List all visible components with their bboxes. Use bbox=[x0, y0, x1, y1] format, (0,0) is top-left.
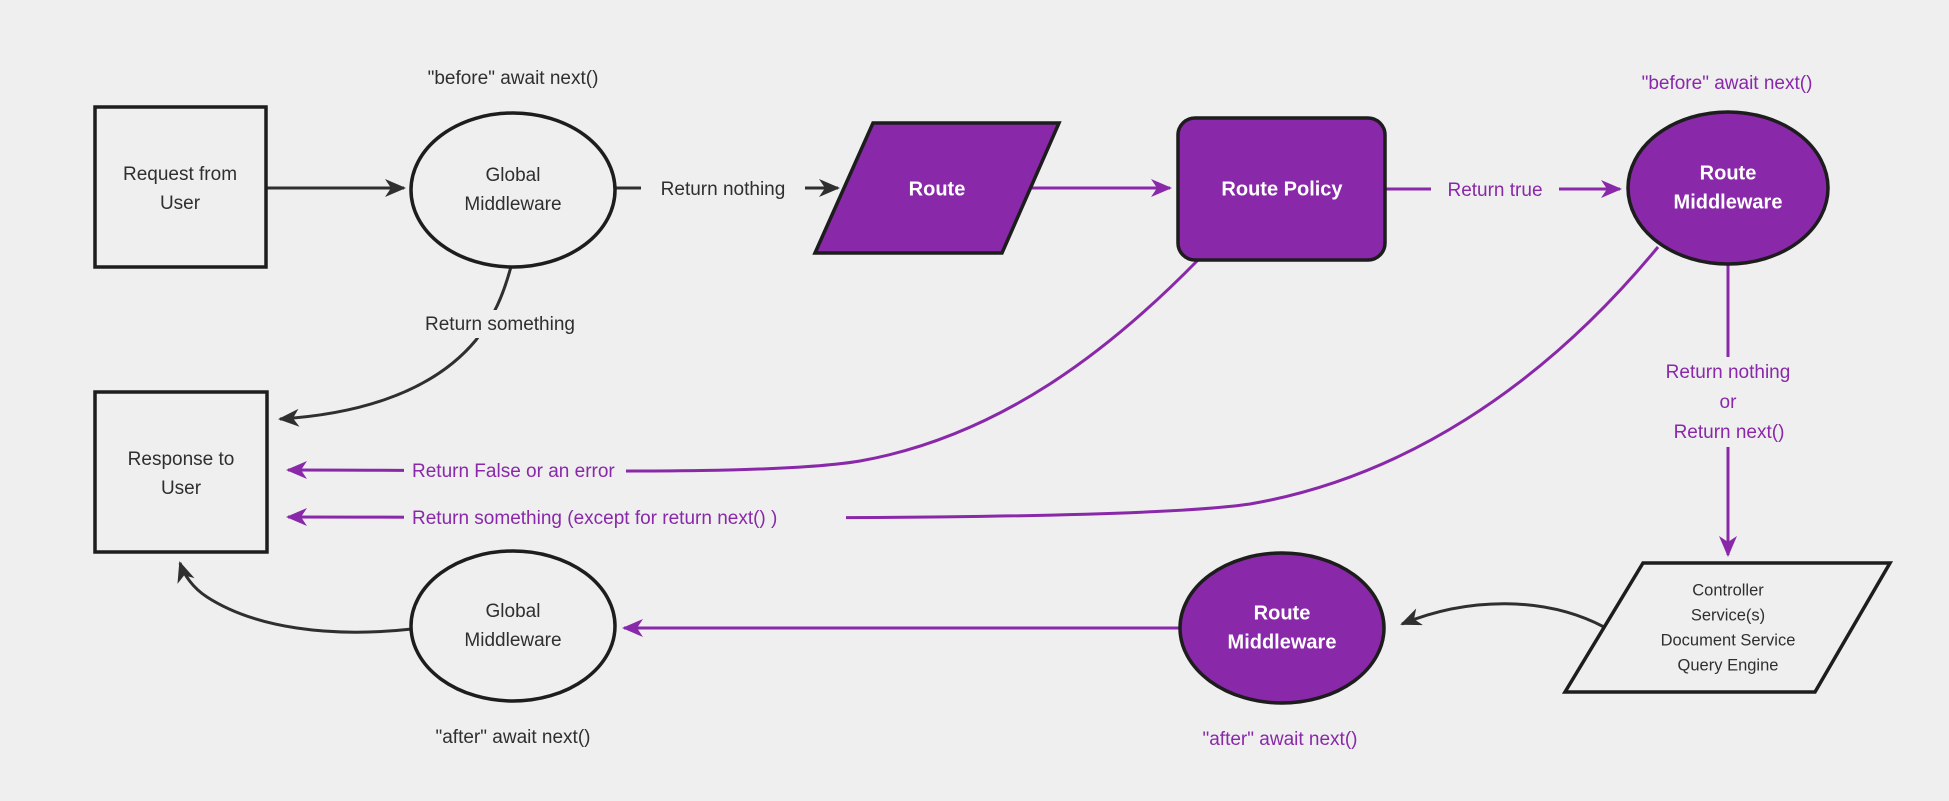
route-middleware-bottom-ellipse bbox=[1178, 551, 1386, 705]
services-label-line2: Service(s) bbox=[1691, 606, 1765, 624]
node-route-middleware-top: Route Middleware bbox=[1626, 110, 1830, 266]
edge-label-return-nothing-line1: Return nothing bbox=[1666, 362, 1791, 383]
global-middleware-bottom-label-line1: Global bbox=[486, 601, 541, 622]
edge-label-return-true: Return true bbox=[1431, 176, 1559, 203]
edge-label-bg bbox=[641, 175, 805, 202]
edge-label-return-something: Return something bbox=[406, 310, 594, 338]
route-label: Route bbox=[909, 178, 966, 200]
edge-label-bg bbox=[404, 456, 626, 484]
edge-label-return-something-text: Return something bbox=[425, 314, 575, 335]
edge-label-return-nothing: Return nothing bbox=[641, 175, 805, 202]
global-middleware-top-ellipse bbox=[409, 111, 617, 269]
services-parallelogram bbox=[1561, 561, 1894, 694]
edge-label-bg bbox=[1431, 176, 1559, 203]
edge-label-return-nothing-or-next: Return nothing or Return next() bbox=[1644, 357, 1816, 447]
node-route: Route bbox=[812, 121, 1062, 255]
edge-label-return-nothing-line2: or bbox=[1720, 392, 1738, 413]
edge-global-middleware-to-response bbox=[278, 262, 514, 427]
edge-label-return-something-except-text: Return something (except for return next… bbox=[412, 508, 777, 529]
route-middleware-top-ellipse bbox=[1626, 110, 1830, 266]
edge-label-bg bbox=[1644, 357, 1816, 447]
route-middleware-top-label-line1: Route bbox=[1700, 162, 1757, 184]
route-middleware-bottom-label-line2: Middleware bbox=[1228, 631, 1337, 653]
global-middleware-top-label-line2: Middleware bbox=[464, 194, 561, 215]
global-middleware-bottom-ellipse bbox=[409, 549, 617, 703]
services-label-line3: Document Service bbox=[1661, 631, 1796, 649]
node-global-middleware-top: Global Middleware bbox=[409, 111, 617, 269]
edge-route-policy-to-response bbox=[286, 258, 1200, 480]
response-to-user-label-line2: User bbox=[161, 478, 202, 499]
edge-label-return-nothing-text: Return nothing bbox=[661, 179, 786, 200]
node-request-from-user: Request from User bbox=[93, 105, 268, 269]
request-from-user-box bbox=[93, 105, 268, 269]
request-from-user-label-line2: User bbox=[160, 193, 201, 214]
edge-label-bg bbox=[406, 310, 594, 338]
response-to-user-label-line1: Response to bbox=[128, 449, 235, 470]
request-from-user-label-line1: Request from bbox=[123, 164, 237, 185]
edge-label-return-false-or-error: Return False or an error bbox=[404, 456, 626, 484]
edge-label-bg bbox=[404, 503, 846, 531]
node-global-middleware-bottom: Global Middleware bbox=[409, 549, 617, 703]
annotation-before-await-next-global: "before" await next() bbox=[428, 68, 599, 89]
response-to-user-box bbox=[93, 390, 269, 554]
route-middleware-bottom-label-line1: Route bbox=[1254, 602, 1311, 624]
node-services: Controller Service(s) Document Service Q… bbox=[1561, 561, 1894, 694]
node-route-policy: Route Policy bbox=[1176, 116, 1387, 262]
edge-global-middleware-bottom-to-response bbox=[177, 561, 413, 634]
route-policy-label: Route Policy bbox=[1221, 178, 1343, 200]
route-policy-box bbox=[1176, 116, 1387, 262]
edge-label-return-false-text: Return False or an error bbox=[412, 461, 615, 482]
edge-label-return-true-text: Return true bbox=[1447, 180, 1542, 201]
services-label-line1: Controller bbox=[1692, 581, 1764, 599]
annotation-before-await-next-route: "before" await next() bbox=[1642, 73, 1813, 94]
edge-services-to-route-middleware-bottom bbox=[1400, 602, 1605, 629]
annotation-after-await-next-global: "after" await next() bbox=[436, 727, 591, 748]
global-middleware-top-label-line1: Global bbox=[486, 165, 541, 186]
annotation-after-await-next-route: "after" await next() bbox=[1203, 729, 1358, 750]
node-route-middleware-bottom: Route Middleware bbox=[1178, 551, 1386, 705]
route-parallelogram bbox=[812, 121, 1062, 255]
route-middleware-top-label-line2: Middleware bbox=[1674, 191, 1783, 213]
node-response-to-user: Response to User bbox=[93, 390, 269, 554]
edge-label-return-nothing-line3: Return next() bbox=[1674, 422, 1785, 443]
global-middleware-bottom-label-line2: Middleware bbox=[464, 630, 561, 651]
services-label-line4: Query Engine bbox=[1678, 656, 1779, 674]
edge-label-return-something-except: Return something (except for return next… bbox=[404, 503, 846, 531]
